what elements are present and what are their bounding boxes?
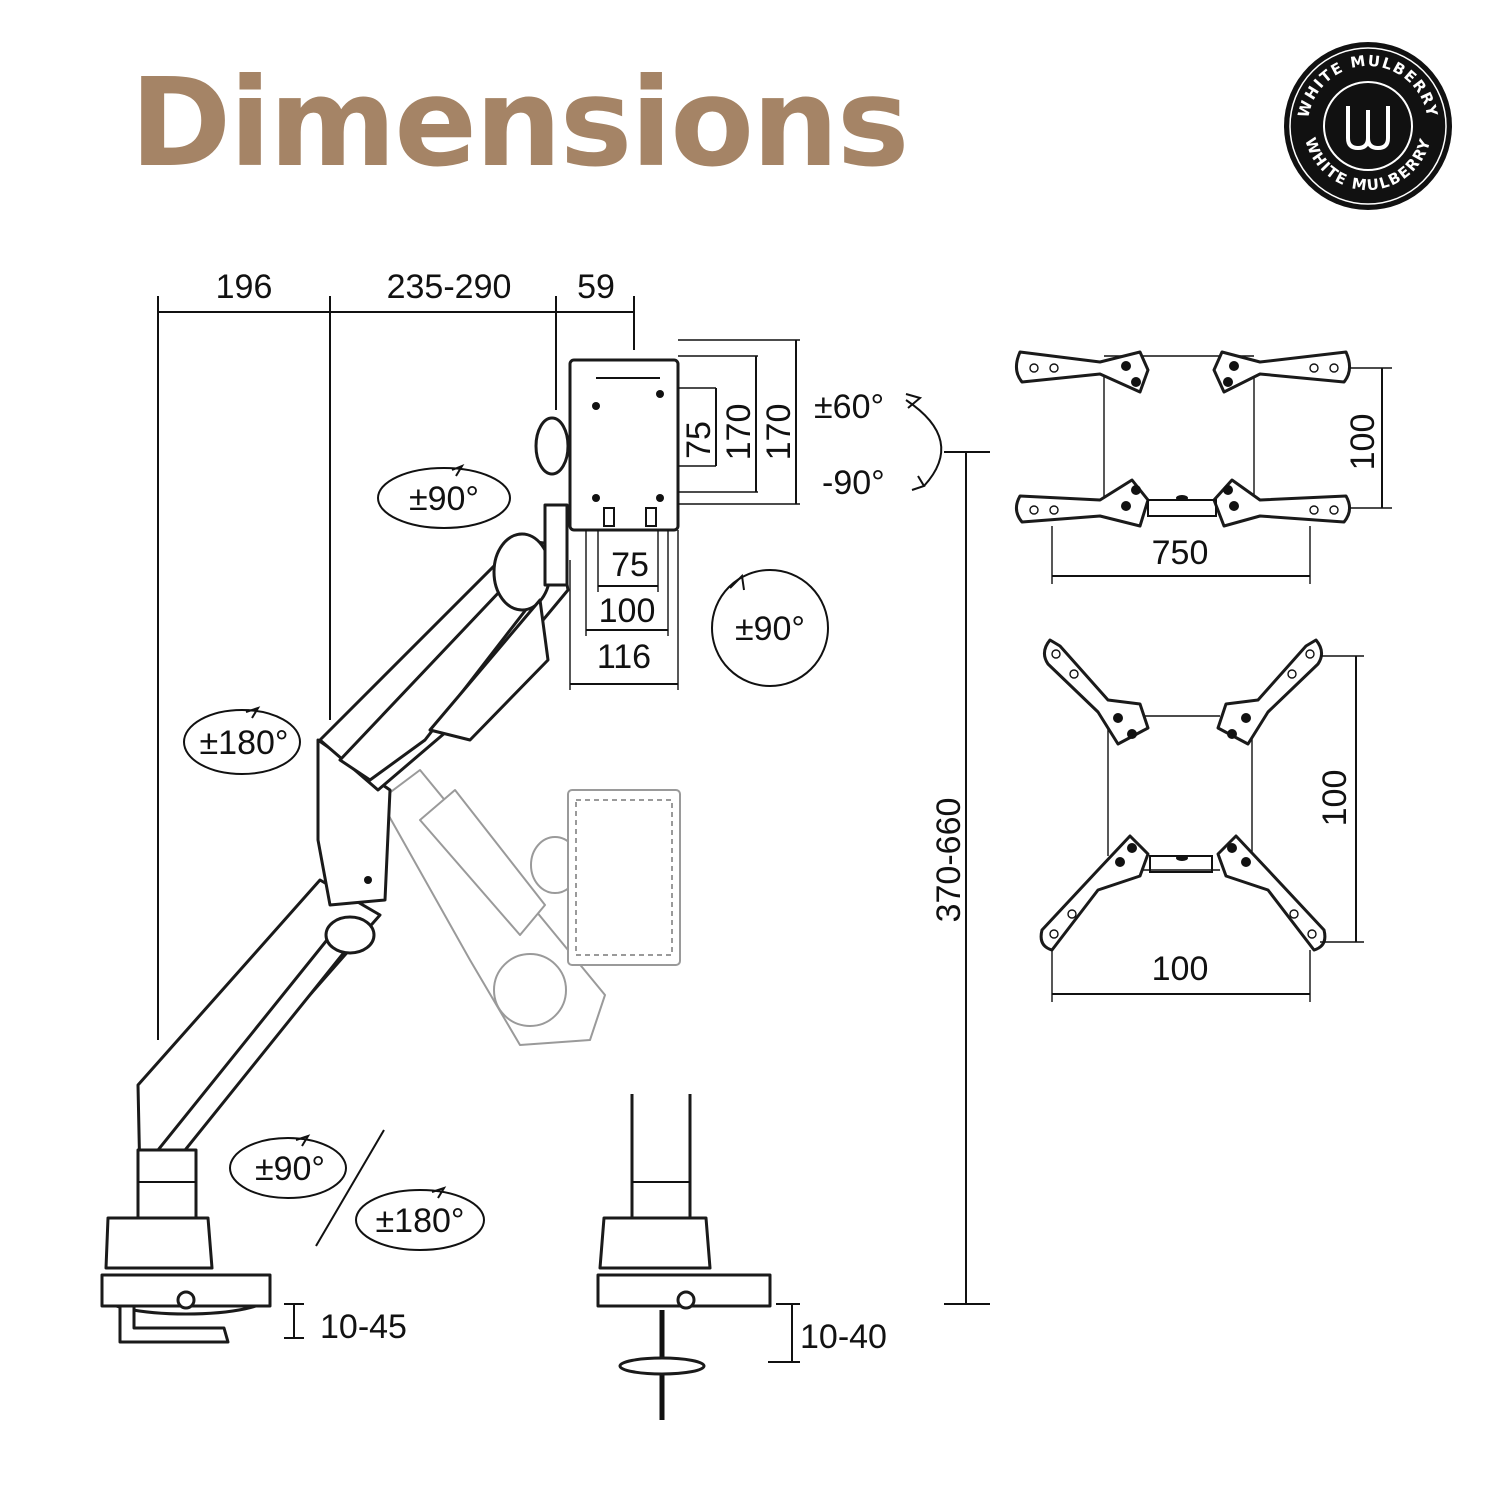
dim-75-horizontal: 75: [611, 546, 649, 584]
tilt-up-label: ±60°: [814, 388, 884, 426]
dim-235-290: 235-290: [387, 268, 512, 306]
clamp-range-label: 10-45: [320, 1308, 407, 1346]
dim-170-inner: 170: [720, 404, 758, 461]
adapter1-height-label: 100: [1344, 414, 1382, 471]
dim-196: 196: [216, 268, 273, 306]
head-swivel-label: ±90°: [409, 480, 479, 518]
dim-height-range: 370-660: [930, 798, 968, 923]
tilt-down-label: -90°: [822, 464, 885, 502]
base-swivel-label: ±90°: [255, 1150, 325, 1188]
base-rotate-label: ±180°: [376, 1202, 465, 1240]
adapter2-height-label: 100: [1316, 770, 1354, 827]
monitor-arm: [100, 358, 680, 1344]
dim-170-outer: 170: [760, 404, 798, 461]
dim-100-horizontal: 100: [599, 592, 656, 630]
dim-116-horizontal: 116: [597, 638, 651, 676]
top-dimension: 196 235-290 59: [157, 268, 635, 1040]
ghost-arm: [379, 769, 681, 1046]
plate-rotate-label: ±90°: [735, 610, 805, 648]
rotation-callouts: ±60° -90° ±90° ±90° ±180° ±90° ±180°: [183, 388, 943, 1251]
adapter-straight: 100 750: [1015, 350, 1392, 584]
brand-logo: WHITE MULBERRY WHITE MULBERRY: [1284, 42, 1452, 210]
grommet-range-label: 10-40: [800, 1318, 887, 1356]
dim-59: 59: [577, 268, 615, 306]
page-title: Dimensions: [130, 52, 910, 194]
plate-dimensions: 75 170 170 75 100 116: [569, 339, 800, 690]
clamp-dimensions: 10-45 10-40: [284, 1303, 887, 1363]
height-dimension: 370-660: [930, 451, 990, 1305]
grommet-base: [596, 1094, 772, 1420]
adapter1-width-label: 750: [1152, 534, 1209, 572]
dim-75-vertical: 75: [680, 421, 718, 459]
arm-swivel-label: ±180°: [200, 724, 289, 762]
adapter2-width-label: 100: [1152, 950, 1209, 988]
adapter-angled: 100 100: [1039, 638, 1364, 1002]
